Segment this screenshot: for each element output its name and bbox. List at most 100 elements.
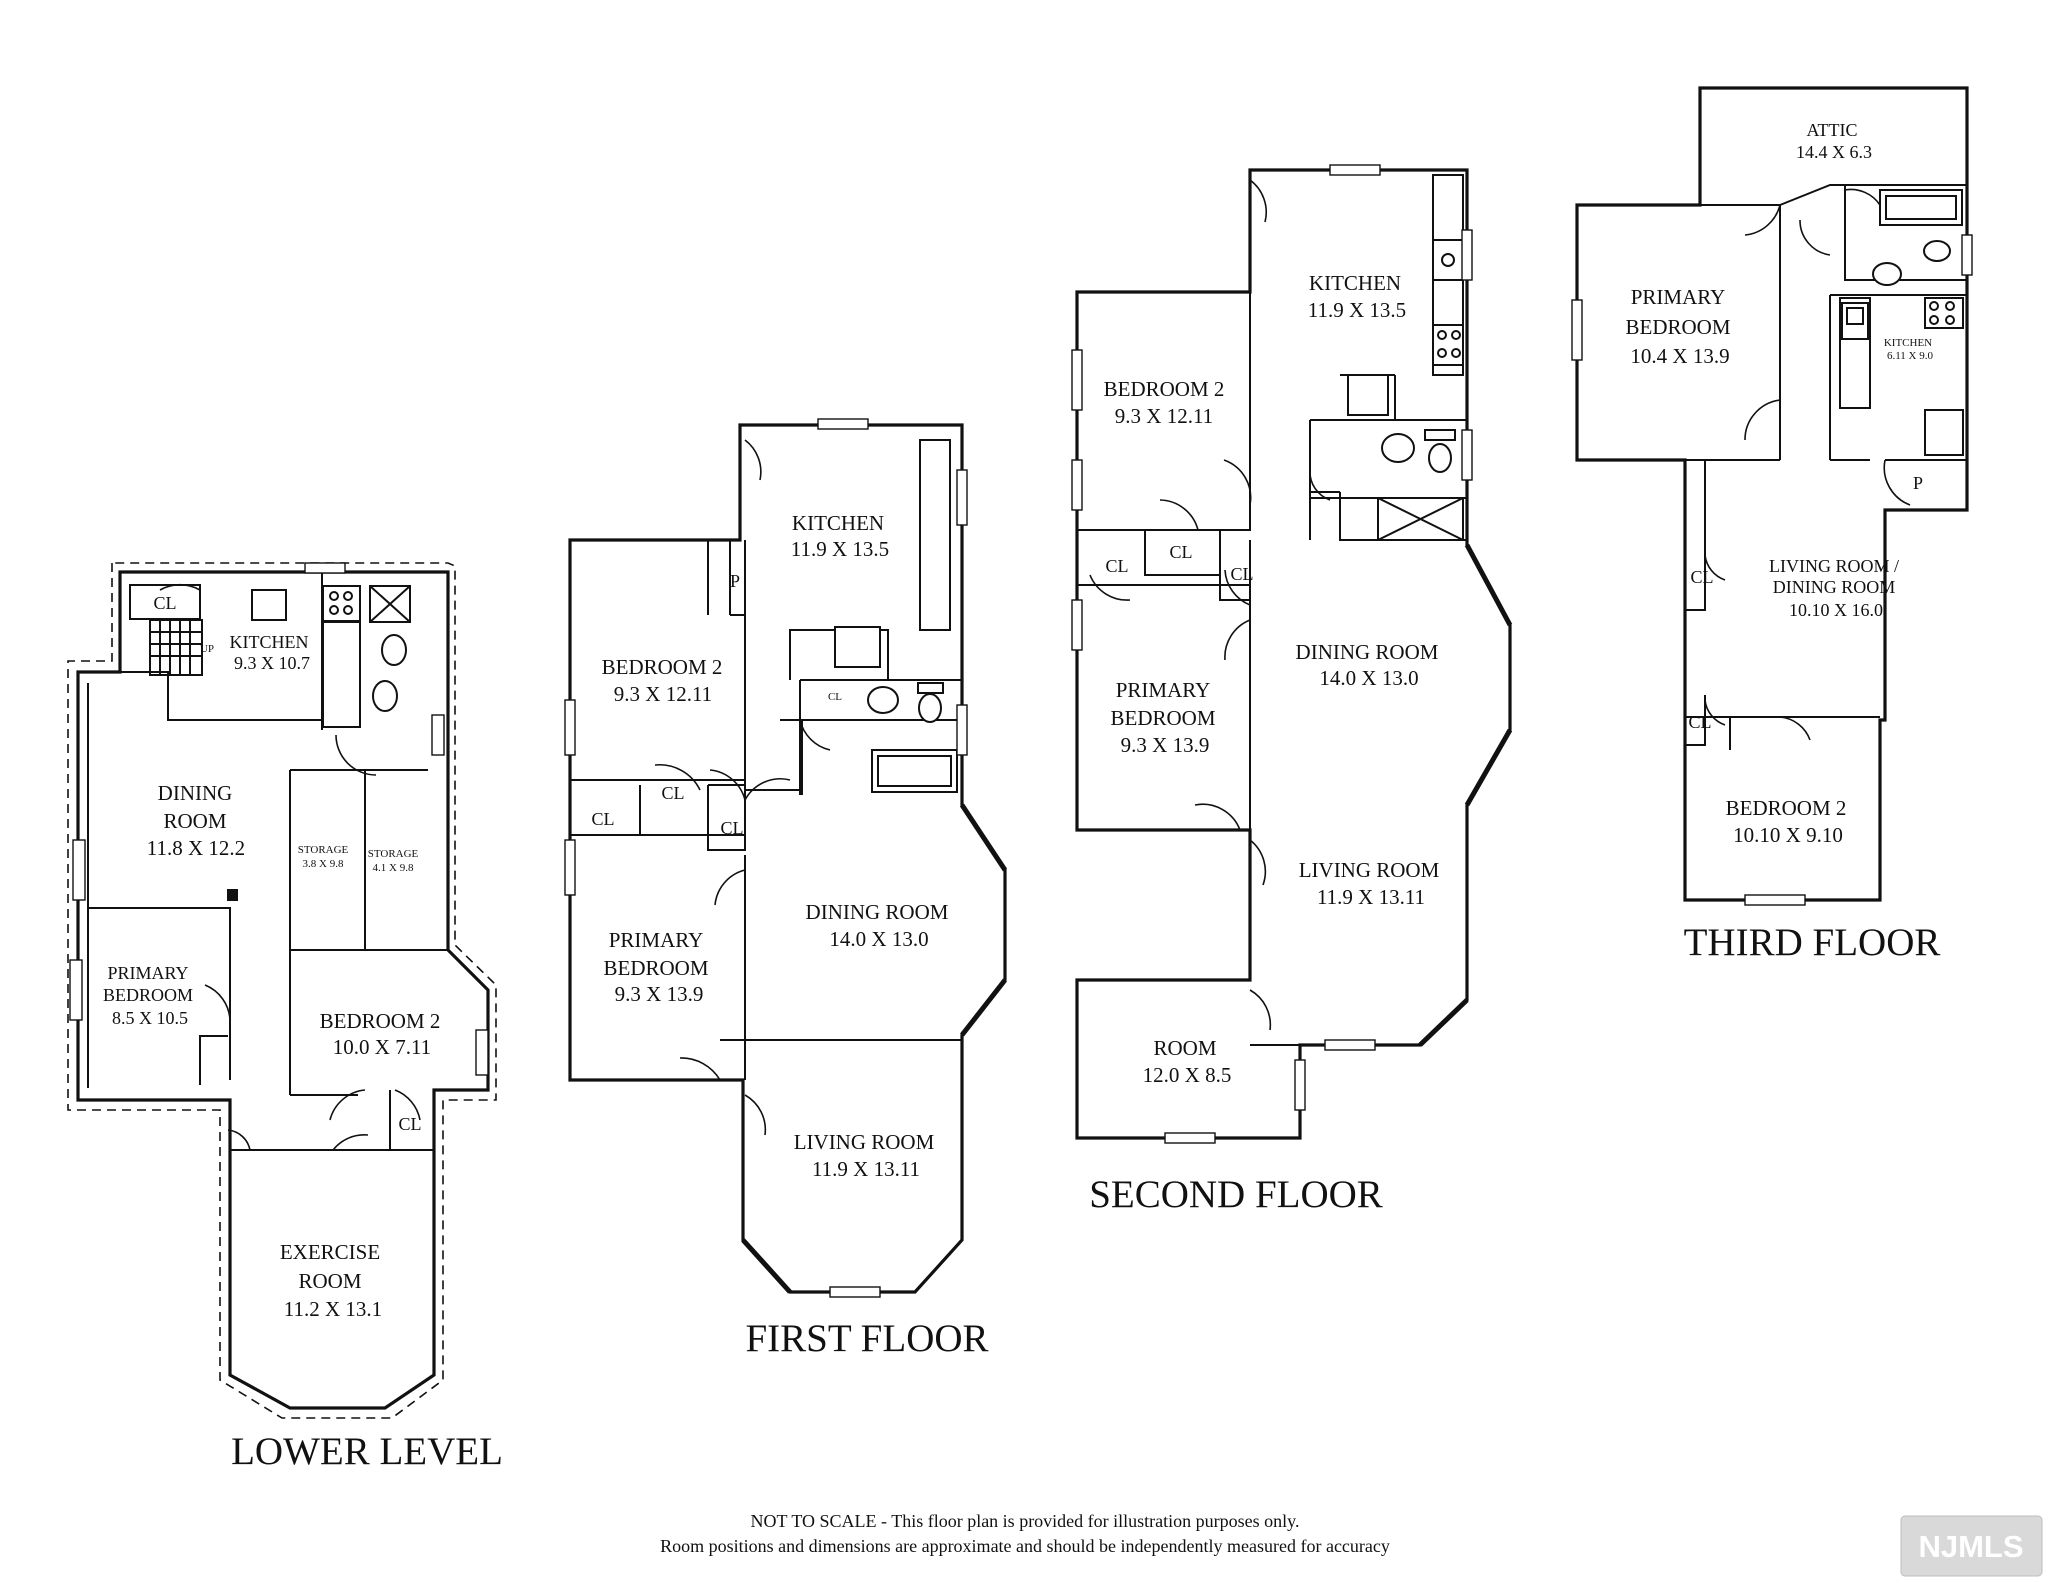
third-closet-label-1: CL bbox=[1690, 567, 1713, 587]
lower-storage2-dims: 4.1 X 9.8 bbox=[373, 862, 414, 874]
third-bedroom2-dims: 10.10 X 9.10 bbox=[1733, 823, 1843, 847]
second-closet-label-3: CL bbox=[1230, 564, 1253, 584]
second-kitchen-name: KITCHEN bbox=[1309, 271, 1401, 295]
second-kitchen-fridge bbox=[1347, 374, 1389, 416]
second-floor-title: SECOND FLOOR bbox=[1089, 1173, 1383, 1216]
njmls-logo-text: NJMLS bbox=[1918, 1529, 2023, 1564]
lower-up-label: UP bbox=[200, 643, 214, 655]
first-kitchen-fridge bbox=[834, 626, 881, 668]
first-dining-name: DINING ROOM bbox=[806, 900, 949, 924]
third-pantry-label: P bbox=[1913, 473, 1923, 493]
lower-closet-label-2: CL bbox=[398, 1114, 421, 1134]
second-bedroom2-name: BEDROOM 2 bbox=[1104, 377, 1225, 401]
lower-dining-dims: 11.8 X 12.2 bbox=[147, 836, 245, 860]
third-living-dims: 10.10 X 16.0 bbox=[1789, 600, 1883, 620]
lower-primary-name-2: BEDROOM bbox=[103, 985, 193, 1005]
lower-bath-sink bbox=[372, 680, 398, 712]
third-floor-plan: ATTIC 14.4 X 6.3 PRIMARY BEDROOM 10.4 X … bbox=[1571, 86, 1973, 964]
first-primary-name-2: BEDROOM bbox=[603, 956, 708, 980]
second-floor-plan: KITCHEN 11.9 X 13.5 BEDROOM 2 9.3 X 12.1… bbox=[1071, 164, 1513, 1216]
second-room-name: ROOM bbox=[1153, 1036, 1216, 1060]
second-toilet bbox=[1428, 443, 1452, 473]
first-primary-name-1: PRIMARY bbox=[609, 928, 704, 952]
second-closet-label-1: CL bbox=[1105, 556, 1128, 576]
third-kitchen-name: KITCHEN bbox=[1884, 337, 1932, 349]
lower-level-exterior-wall bbox=[76, 570, 490, 1410]
lower-storage1-name: STORAGE bbox=[298, 844, 349, 856]
first-floor-title: FIRST FLOOR bbox=[745, 1317, 988, 1360]
first-bath-sink bbox=[867, 686, 899, 714]
first-floor-plan: KITCHEN 11.9 X 13.5 P BEDROOM 2 9.3 X 12… bbox=[564, 418, 1008, 1360]
third-closet-label-2: CL bbox=[1688, 712, 1711, 732]
first-floor-doors bbox=[654, 439, 831, 1136]
third-floor-doors bbox=[1704, 188, 1911, 741]
first-living-dims: 11.9 X 13.11 bbox=[812, 1157, 920, 1181]
third-attic-dims: 14.4 X 6.3 bbox=[1796, 142, 1872, 162]
lower-primary-name-1: PRIMARY bbox=[107, 963, 188, 983]
second-dining-name: DINING ROOM bbox=[1296, 640, 1439, 664]
third-toilet bbox=[1923, 240, 1951, 262]
first-kitchen-name: KITCHEN bbox=[792, 511, 884, 535]
second-living-dims: 11.9 X 13.11 bbox=[1317, 885, 1425, 909]
lower-bedroom2-name: BEDROOM 2 bbox=[320, 1009, 441, 1033]
lower-toilet bbox=[381, 634, 407, 666]
lower-storage1-dims: 3.8 X 9.8 bbox=[303, 858, 344, 870]
lower-level-stairs bbox=[149, 619, 203, 676]
lower-level-foundation-outline bbox=[67, 562, 497, 1419]
first-kitchen-dims: 11.9 X 13.5 bbox=[791, 537, 889, 561]
second-primary-dims: 9.3 X 13.9 bbox=[1121, 733, 1210, 757]
third-fridge bbox=[1924, 409, 1964, 456]
third-floor-exterior-wall bbox=[1575, 86, 1969, 902]
lower-exercise-name-1: EXERCISE bbox=[280, 1240, 380, 1264]
disclaimer-line-1: NOT TO SCALE - This floor plan is provid… bbox=[751, 1511, 1300, 1531]
third-attic-name: ATTIC bbox=[1807, 120, 1858, 140]
lower-exercise-name-2: ROOM bbox=[298, 1269, 361, 1293]
third-bedroom2-name: BEDROOM 2 bbox=[1726, 796, 1847, 820]
lower-dining-name-1: DINING bbox=[158, 781, 233, 805]
third-living-name-2: DINING ROOM bbox=[1773, 577, 1896, 597]
lower-level-title: LOWER LEVEL bbox=[231, 1430, 503, 1473]
first-toilet bbox=[918, 693, 942, 723]
second-primary-name-2: BEDROOM bbox=[1110, 706, 1215, 730]
second-primary-name-1: PRIMARY bbox=[1116, 678, 1211, 702]
lower-kitchen-stove bbox=[322, 585, 361, 622]
third-bath-sink bbox=[1872, 262, 1902, 286]
first-pantry-label: P bbox=[730, 571, 740, 591]
second-kitchen-dims: 11.9 X 13.5 bbox=[1308, 298, 1406, 322]
lower-level-doors bbox=[159, 583, 421, 1151]
second-living-name: LIVING ROOM bbox=[1299, 858, 1440, 882]
lower-dining-name-2: ROOM bbox=[163, 809, 226, 833]
disclaimer-line-2: Room positions and dimensions are approx… bbox=[660, 1536, 1390, 1556]
lower-kitchen-counter bbox=[322, 621, 361, 728]
first-kitchen-counter bbox=[919, 439, 951, 631]
first-primary-dims: 9.3 X 13.9 bbox=[615, 982, 704, 1006]
third-primary-dims: 10.4 X 13.9 bbox=[1630, 344, 1729, 368]
first-closet-label-2: CL bbox=[591, 809, 614, 829]
first-closet-label-1: CL bbox=[661, 783, 684, 803]
second-bedroom2-dims: 9.3 X 12.11 bbox=[1115, 404, 1213, 428]
first-living-name: LIVING ROOM bbox=[794, 1130, 935, 1154]
second-bath-sink bbox=[1381, 433, 1415, 463]
second-floor-doors bbox=[1089, 179, 1331, 1031]
second-closet-label-2: CL bbox=[1169, 542, 1192, 562]
lower-exercise-dims: 11.2 X 13.1 bbox=[284, 1297, 382, 1321]
second-dining-dims: 14.0 X 13.0 bbox=[1319, 666, 1418, 690]
njmls-logo: NJMLS bbox=[1900, 1515, 2043, 1577]
third-living-name-1: LIVING ROOM / bbox=[1769, 556, 1899, 576]
lower-kitchen-range-box bbox=[251, 589, 287, 621]
first-bath-closet-label: CL bbox=[828, 691, 842, 703]
lower-kitchen-dims: 9.3 X 10.7 bbox=[234, 653, 310, 673]
first-bedroom2-dims: 9.3 X 12.11 bbox=[614, 682, 712, 706]
lower-closet-label: CL bbox=[153, 593, 176, 613]
lower-kitchen-name: KITCHEN bbox=[230, 632, 309, 652]
lower-bedroom2-dims: 10.0 X 7.11 bbox=[333, 1035, 431, 1059]
first-bedroom2-name: BEDROOM 2 bbox=[602, 655, 723, 679]
first-floor-interior-walls bbox=[570, 540, 962, 1080]
lower-primary-dims: 8.5 X 10.5 bbox=[112, 1008, 188, 1028]
third-primary-name-1: PRIMARY bbox=[1631, 285, 1726, 309]
lower-storage2-name: STORAGE bbox=[368, 848, 419, 860]
third-floor-title: THIRD FLOOR bbox=[1684, 921, 1941, 964]
lower-level-plan: CL UP KITCHEN 9.3 X 10.7 DINING ROOM 11.… bbox=[67, 562, 503, 1473]
third-primary-name-2: BEDROOM bbox=[1625, 315, 1730, 339]
